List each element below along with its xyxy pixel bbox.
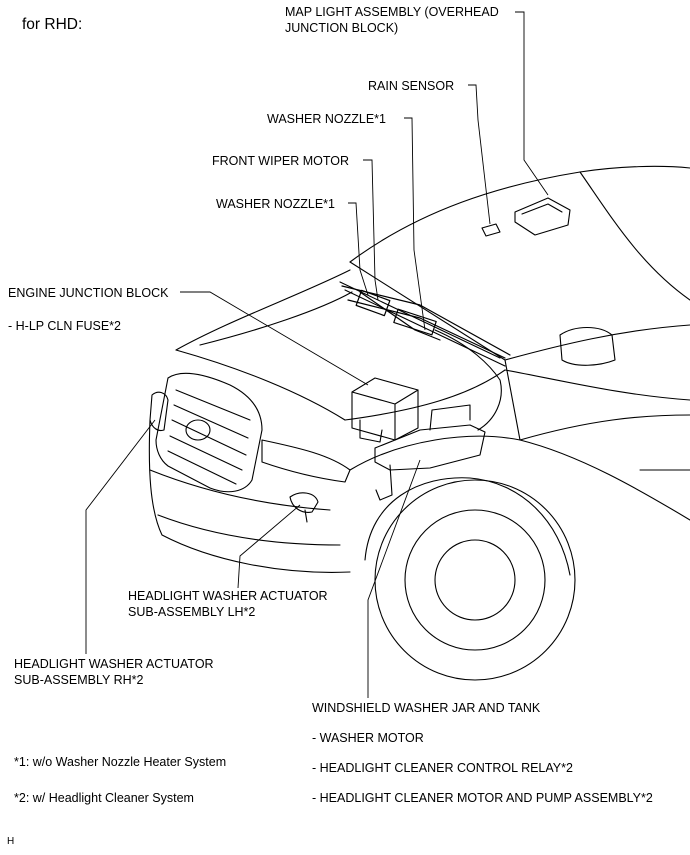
footnote-2: *2: w/ Headlight Cleaner System: [14, 791, 194, 805]
hw-actuator-lh-part: [289, 492, 319, 523]
engine-junction-block-part: [351, 377, 419, 443]
label-hlp-cln-fuse: - H-LP CLN FUSE*2: [8, 319, 121, 333]
label-map-light-assembly: MAP LIGHT ASSEMBLY (OVERHEAD JUNCTION BL…: [285, 5, 499, 35]
label-cleaner-control-relay: - HEADLIGHT CLEANER CONTROL RELAY*2: [312, 761, 573, 775]
label-cleaner-motor-pump: - HEADLIGHT CLEANER MOTOR AND PUMP ASSEM…: [312, 791, 653, 805]
label-hw-actuator-rh: HEADLIGHT WASHER ACTUATOR SUB-ASSEMBLY R…: [14, 657, 214, 687]
vehicle-body-outline: [148, 165, 690, 681]
label-rain-sensor: RAIN SENSOR: [368, 79, 455, 93]
label-hw-actuator-lh: HEADLIGHT WASHER ACTUATOR SUB-ASSEMBLY L…: [128, 589, 328, 619]
wiper-assembly: [341, 285, 511, 359]
washer-hose: [434, 329, 502, 431]
label-washer-jar-tank: WINDSHIELD WASHER JAR AND TANK: [312, 701, 541, 715]
label-front-wiper-motor: FRONT WIPER MOTOR: [212, 154, 350, 168]
label-washer-motor: - WASHER MOTOR: [312, 731, 424, 745]
label-engine-junction-block: ENGINE JUNCTION BLOCK: [8, 286, 169, 300]
label-washer-nozzle-lower: WASHER NOZZLE*1: [216, 197, 336, 211]
map-light-part: [514, 197, 571, 236]
footnote-1: *1: w/o Washer Nozzle Heater System: [14, 755, 227, 769]
washer-jar-part: [374, 404, 486, 501]
page-title: for RHD:: [22, 16, 83, 33]
leader-lines: [85, 11, 549, 698]
figure-code: H: [7, 836, 15, 847]
label-washer-nozzle-upper: WASHER NOZZLE*1: [267, 112, 387, 126]
rain-sensor-part: [481, 223, 501, 237]
